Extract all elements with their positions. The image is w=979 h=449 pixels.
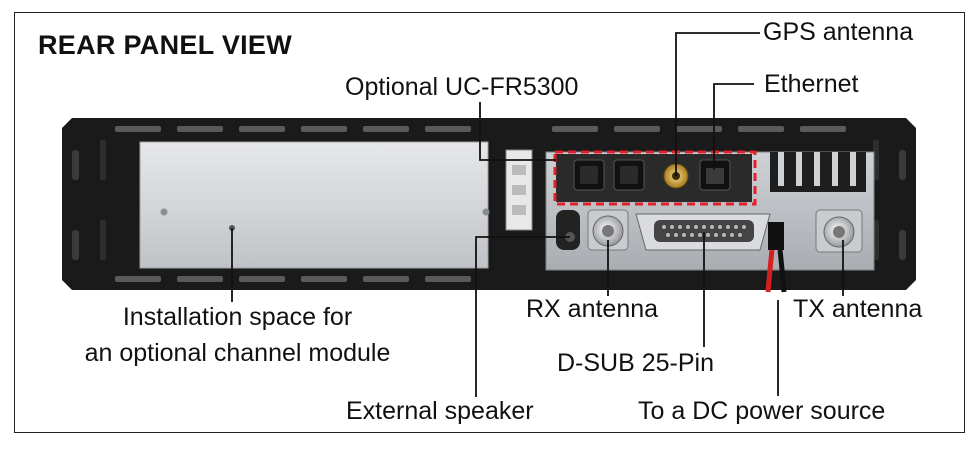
power-block	[505, 149, 533, 231]
label-optional-uc-fr5300: Optional UC-FR5300	[345, 73, 579, 101]
label-external-speaker: External speaker	[346, 397, 534, 425]
label-dsub-25-pin: D-SUB 25-Pin	[557, 349, 714, 377]
dsub-25-connector	[635, 213, 771, 251]
installation-space-plate	[139, 141, 490, 269]
label-gps-antenna: GPS antenna	[763, 18, 914, 46]
label-installation-line1: Installation space for	[122, 303, 353, 331]
external-speaker-jack	[556, 210, 580, 250]
tx-antenna-connector	[815, 209, 863, 253]
page-title: REAR PANEL VIEW	[38, 30, 293, 60]
dc-power-cable	[765, 222, 787, 293]
label-tx-antenna: TX antenna	[793, 295, 923, 323]
label-rx-antenna: RX antenna	[526, 295, 659, 323]
label-dc-power-source: To a DC power source	[638, 397, 886, 425]
uc-fr5300-module	[553, 150, 757, 206]
label-ethernet: Ethernet	[764, 70, 859, 98]
label-installation-line2: an optional channel module	[84, 339, 391, 367]
leader-lines	[231, 32, 844, 397]
